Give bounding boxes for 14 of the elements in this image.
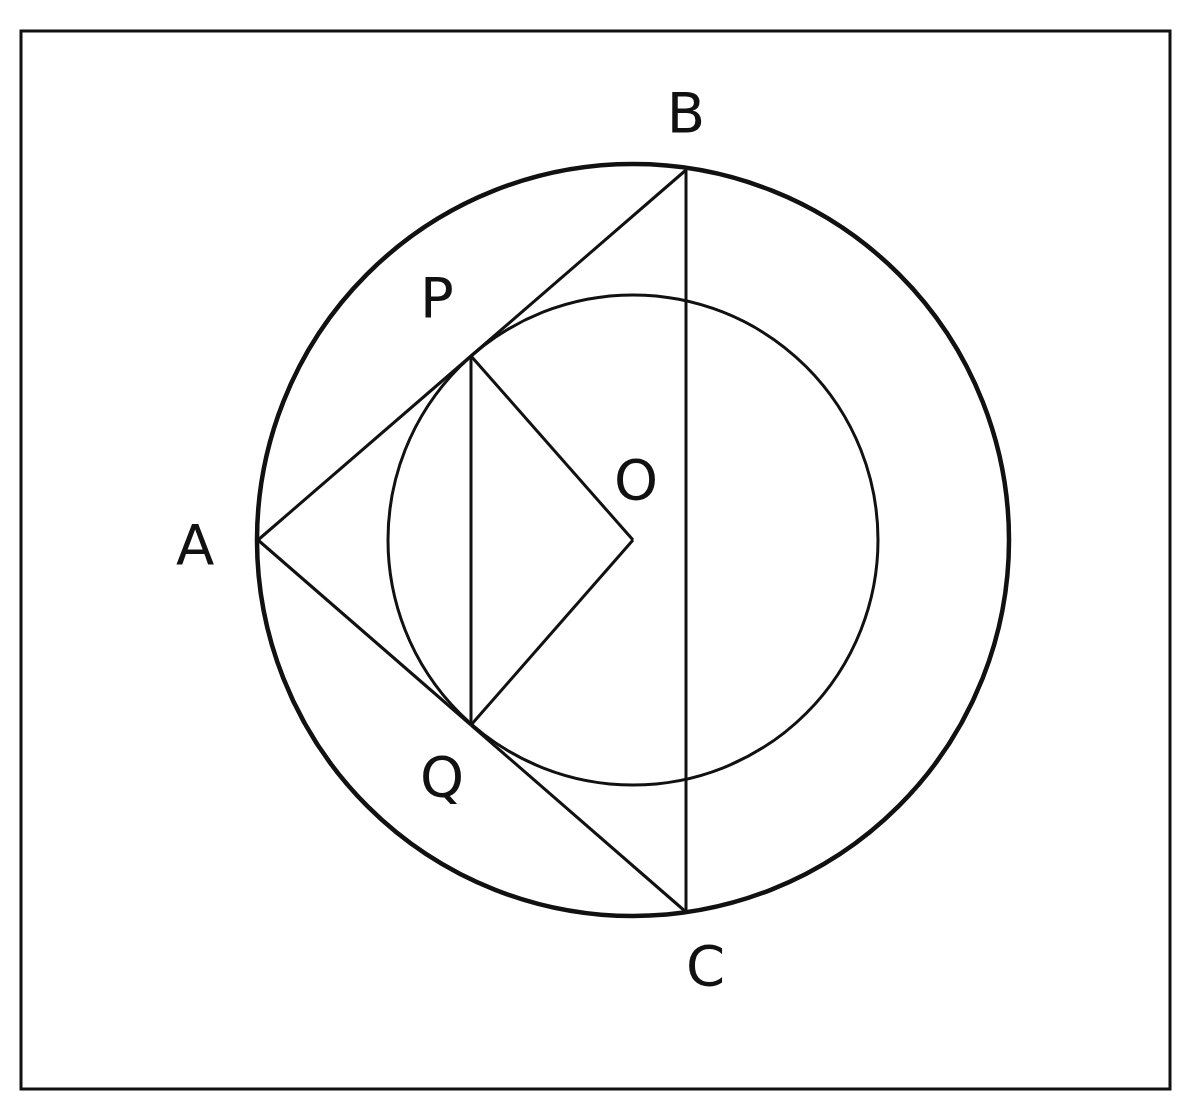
line-segment <box>684 170 688 912</box>
point-label: C <box>686 912 746 994</box>
line-segment <box>469 355 635 541</box>
point-label: A <box>176 515 258 575</box>
line-segment <box>470 723 687 914</box>
line-segment <box>257 354 472 542</box>
line-segment <box>469 539 635 726</box>
line-segment <box>469 356 473 725</box>
point-label: B <box>640 85 732 170</box>
point-label: P <box>420 270 471 356</box>
line-segment <box>257 538 472 727</box>
point-label: O <box>605 452 667 540</box>
point-label: Q <box>420 725 471 805</box>
line-segment <box>470 168 687 358</box>
